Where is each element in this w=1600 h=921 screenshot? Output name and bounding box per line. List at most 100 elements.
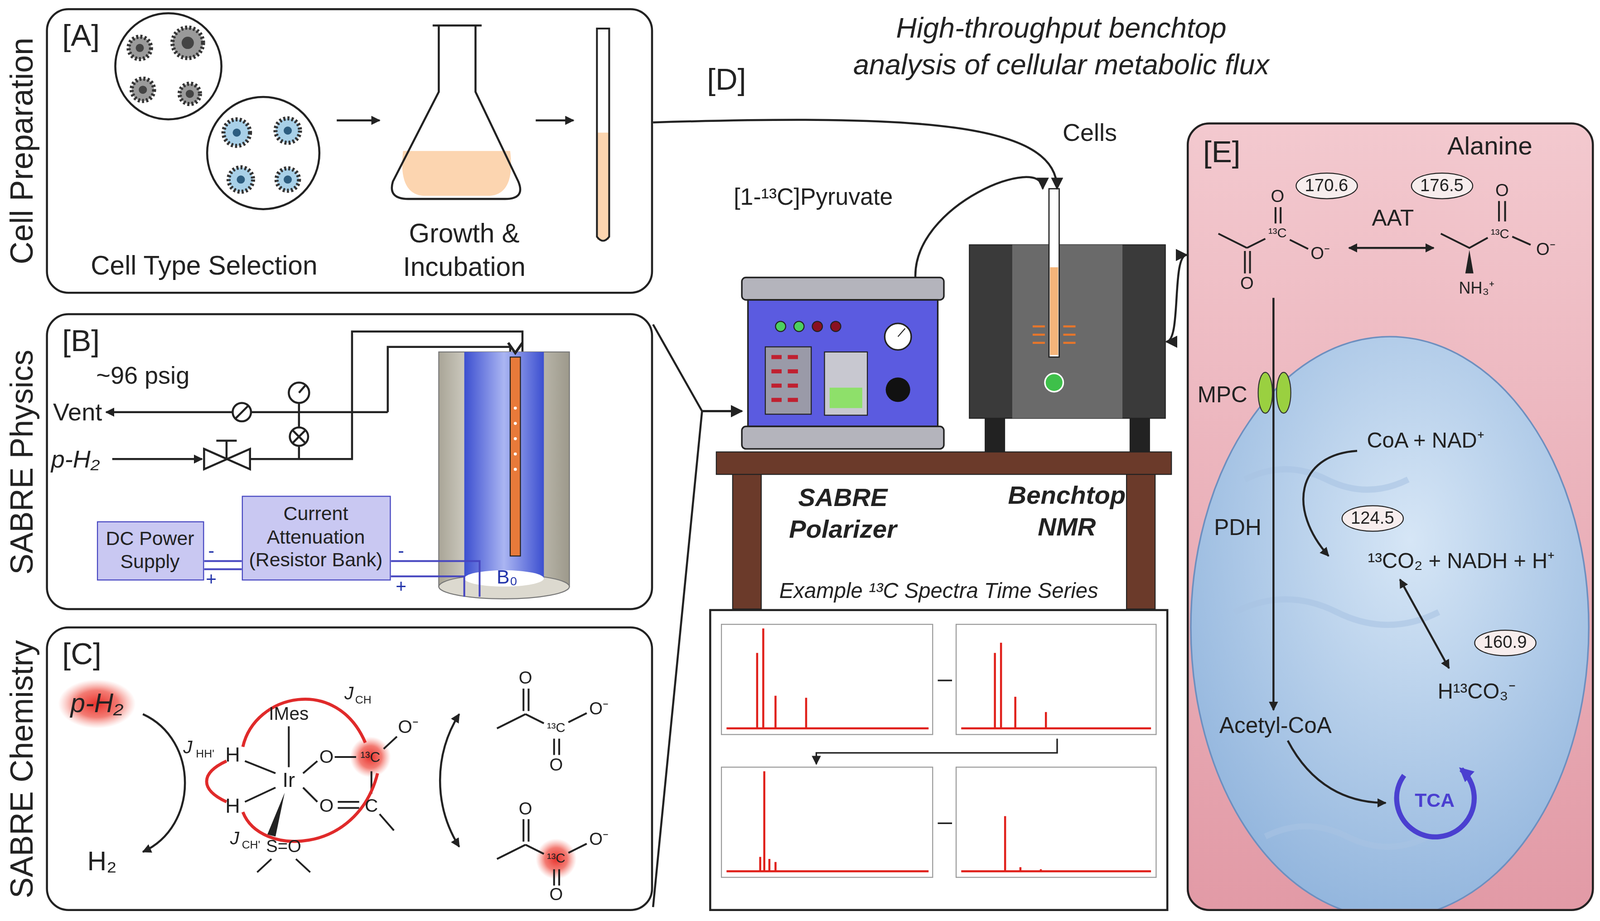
annotation-label: ¹³C	[546, 720, 566, 737]
annotation-label: O	[549, 884, 563, 905]
nmr-device: Benchtop NMR	[967, 188, 1167, 450]
illustration-circle	[812, 321, 823, 332]
annotation-label: NH₃⁺	[1459, 279, 1495, 299]
annotation-label: -	[397, 540, 405, 562]
annotation-label: C	[364, 795, 378, 817]
illustration-g	[1218, 201, 1531, 838]
annotation-label: CoA + NAD⁺	[1366, 428, 1484, 454]
illustration-path	[1234, 469, 1439, 847]
annotation-label: H	[225, 743, 241, 768]
annotation-label: O	[549, 755, 563, 776]
illustration-path	[112, 458, 203, 461]
illustration-g	[223, 118, 300, 192]
panel-letter: [E]	[1203, 134, 1241, 170]
annotation-label: -	[207, 540, 215, 562]
annotation-label: O	[319, 795, 334, 817]
illustration-ellipse	[1190, 336, 1589, 909]
annotation-label: CH	[355, 693, 372, 707]
illustration-rect	[464, 352, 545, 579]
illustration-circle	[135, 43, 145, 53]
annotation-label: HH'	[195, 747, 215, 761]
illustration-rect	[984, 418, 1006, 452]
annotation-label: p-H₂	[70, 688, 124, 720]
illustration-rect	[716, 452, 1172, 475]
illustration-path	[432, 24, 482, 27]
illustration-path	[391, 25, 521, 199]
annotation-label: O	[319, 746, 334, 769]
diagram-title: High-throughput benchtop analysis of cel…	[785, 10, 1337, 85]
illustration-circle	[276, 168, 300, 192]
illustration-circle	[236, 175, 245, 184]
illustration-rect	[1049, 267, 1059, 356]
illustration-circle	[223, 119, 251, 146]
annotation-label: ¹³C	[546, 851, 566, 867]
illustration-path	[244, 726, 397, 873]
illustration-rect	[956, 624, 1156, 735]
illustration-g	[115, 13, 610, 241]
illustration-path	[1287, 740, 1386, 803]
illustration-rect	[969, 244, 1165, 419]
illustration-rect	[741, 426, 944, 450]
panel-letter: [C]	[62, 636, 102, 672]
illustration-path	[235, 406, 248, 419]
illustration-rect	[787, 369, 798, 374]
illustration-path	[1303, 450, 1358, 556]
annotation-label: O⁻	[1536, 240, 1556, 261]
annotation-label: Cell Type Selection	[90, 251, 318, 282]
illustration-circle	[283, 126, 292, 135]
annotation-label: H¹³CO₃⁻	[1437, 679, 1516, 705]
illustration-g	[128, 27, 204, 105]
illustration-g	[203, 343, 570, 600]
illustration-g	[1190, 336, 1589, 909]
illustration-rect	[1048, 188, 1060, 358]
illustration-circle	[172, 27, 204, 59]
illustration-rect	[771, 397, 782, 402]
illustration-rect	[787, 355, 798, 360]
spectra-box: Example ¹³C Spectra Time Series	[709, 609, 1169, 912]
illustration-circle	[179, 83, 200, 105]
illustration-path	[507, 343, 523, 354]
connector-arrow	[652, 411, 742, 908]
illustration-ellipse	[58, 679, 136, 729]
annotation-label: O⁻	[397, 716, 419, 739]
illustration-path	[1348, 246, 1434, 250]
annotation-label: 176.5	[1411, 172, 1473, 199]
illustration-path	[898, 328, 906, 337]
illustration-circle	[232, 403, 252, 422]
illustration-rect	[771, 369, 782, 374]
illustration-path	[292, 430, 305, 443]
device-label: SABRE Polarizer	[756, 481, 930, 546]
annotation-label: J	[344, 683, 354, 705]
annotation-label: IMes	[268, 703, 309, 726]
illustration-rect	[787, 397, 798, 402]
illustration-rect	[787, 383, 798, 388]
annotation-label: ¹³C	[1490, 227, 1510, 243]
illustration-circle	[885, 377, 911, 402]
illustration-g	[58, 679, 587, 886]
annotation-label: H	[225, 794, 241, 818]
box-label: Current Attenuation (Resistor Bank)	[246, 502, 386, 573]
annotation-label: Acetyl-CoA	[1219, 712, 1332, 739]
illustration-circle	[884, 323, 912, 351]
annotation-label: Alanine	[1447, 131, 1533, 161]
annotation-label: AAT	[1372, 205, 1415, 232]
illustration-circle	[513, 406, 518, 410]
illustration-circle	[288, 382, 310, 403]
illustration-rect	[765, 347, 812, 415]
annotation-label: O⁻	[1310, 244, 1330, 265]
annotation-label: ¹³CO₂ + NADH + H⁺	[1367, 548, 1555, 574]
illustration-rect	[596, 132, 610, 240]
illustration-ellipse	[1276, 372, 1291, 414]
box-label: DC Power Supply	[101, 527, 199, 575]
illustration-circle	[513, 468, 518, 472]
edge-label: [1-¹³C]Pyruvate	[733, 183, 893, 211]
illustration-path	[402, 150, 512, 196]
connector-arrow	[652, 119, 1058, 189]
annotation-label: PDH	[1213, 514, 1262, 541]
illustration-circle	[1044, 373, 1064, 392]
polarizer-device: SABRE Polarizer	[741, 277, 944, 450]
panel-letter: [B]	[62, 323, 100, 359]
illustration-path	[816, 680, 1058, 824]
